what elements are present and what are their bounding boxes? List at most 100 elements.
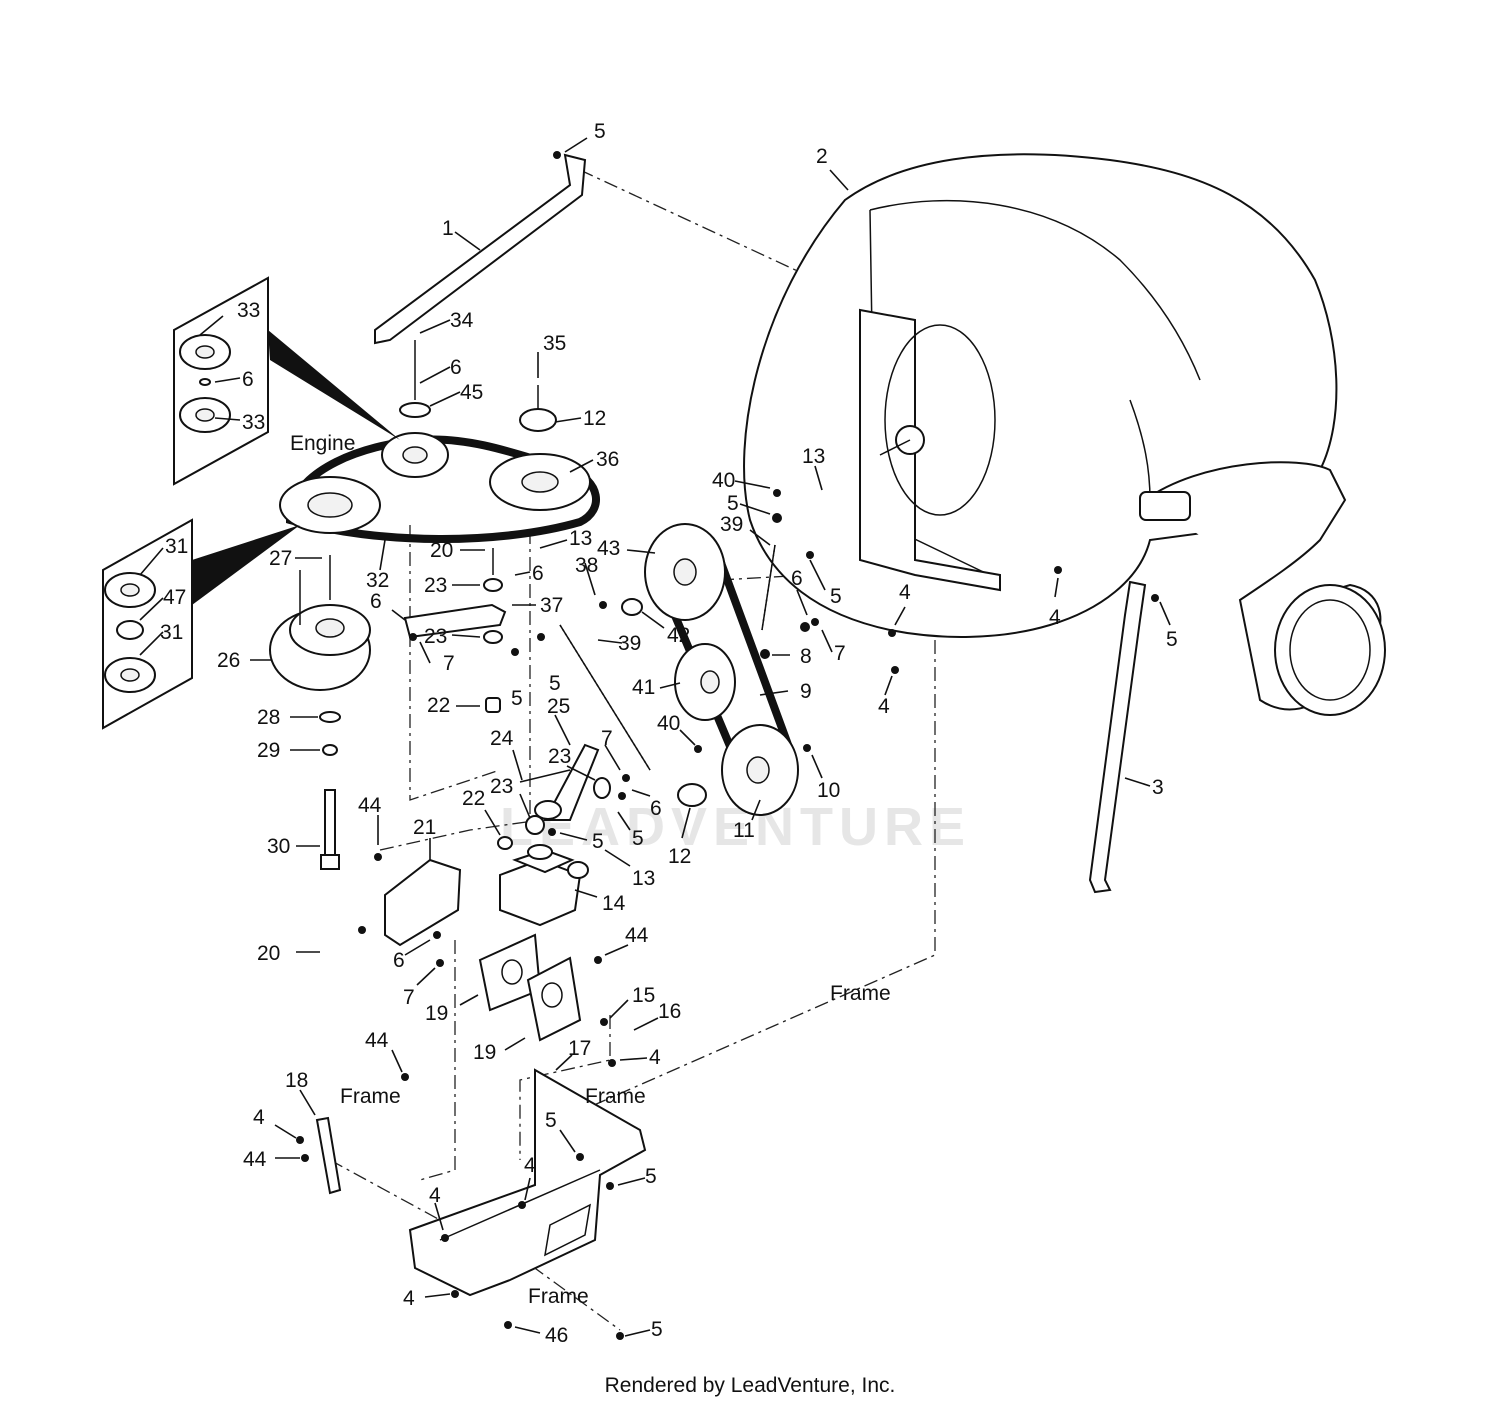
callout-24: 24 (490, 727, 514, 750)
callout-38: 38 (575, 554, 598, 577)
callout-36: 36 (596, 448, 619, 471)
callout-26: 26 (217, 649, 240, 672)
watermark: LEADVENTURE (500, 797, 971, 857)
outlet-opening (1274, 584, 1386, 716)
spring-39-lower (559, 624, 651, 771)
callout-28: 28 (257, 706, 280, 729)
idler-bracket-25 (497, 743, 611, 850)
callout-10: 10 (817, 779, 840, 802)
nut-42 (621, 598, 643, 616)
callout-6: 6 (791, 567, 803, 590)
callout-5: 5 (594, 120, 606, 143)
electric-clutch-26 (269, 555, 371, 691)
callout-18: 18 (285, 1069, 308, 1092)
callout-1: 1 (442, 217, 454, 240)
frame-label-1: Frame (830, 982, 891, 1005)
callout-4: 4 (429, 1184, 441, 1207)
callout-23: 23 (424, 625, 447, 648)
callout-27: 27 (269, 547, 292, 570)
bracket-21 (384, 858, 462, 947)
footer-credit: Rendered by LeadVenture, Inc. (604, 1374, 896, 1397)
callout-42: 42 (667, 624, 690, 647)
callout-6: 6 (650, 797, 662, 820)
engine-label: Engine (290, 432, 355, 455)
callout-11: 11 (733, 819, 755, 842)
callout-22: 22 (462, 787, 485, 810)
callout-31: 31 (165, 535, 188, 558)
pulley-hub-12 (519, 408, 557, 432)
callout-5: 5 (545, 1109, 557, 1132)
inset-box-31 (102, 518, 300, 730)
callout-23: 23 (548, 745, 571, 768)
blower-mount-plate (859, 308, 1001, 592)
callout-20: 20 (257, 942, 280, 965)
callout-44: 44 (625, 924, 649, 947)
callout-23: 23 (490, 775, 513, 798)
callout-39: 39 (618, 632, 641, 655)
hardware (296, 489, 1062, 1340)
callout-45: 45 (460, 381, 483, 404)
callout-41: 41 (632, 676, 655, 699)
callout-5: 5 (592, 830, 604, 853)
callout-21: 21 (413, 816, 436, 839)
callout-44: 44 (365, 1029, 389, 1052)
callout-4: 4 (253, 1106, 265, 1129)
callout-6: 6 (393, 949, 405, 972)
callout-7: 7 (834, 642, 846, 665)
gearbox-belt-assembly (621, 523, 799, 816)
callout-16: 16 (658, 1000, 681, 1023)
callout-37: 37 (540, 594, 563, 617)
blower-housing (743, 153, 1386, 716)
callout-20: 20 (430, 539, 453, 562)
callout-33: 33 (237, 299, 260, 322)
support-bracket-1 (374, 151, 587, 345)
frame-label-2: Frame (340, 1085, 401, 1108)
callout-5: 5 (727, 492, 739, 515)
callout-44: 44 (358, 794, 382, 817)
chute-latch (1139, 491, 1191, 521)
callout-6: 6 (370, 590, 382, 613)
callout-4: 4 (524, 1154, 536, 1177)
callout-43: 43 (597, 537, 620, 560)
callout-4: 4 (899, 581, 911, 604)
callout-19: 19 (473, 1041, 496, 1064)
callout-19: 19 (425, 1002, 448, 1025)
callout-17: 17 (568, 1037, 591, 1060)
callout-9: 9 (800, 680, 812, 703)
callout-13: 13 (632, 867, 655, 890)
callout-5: 5 (632, 827, 644, 850)
callout-7: 7 (443, 652, 455, 675)
callout-4: 4 (649, 1046, 661, 1069)
bracket-18 (315, 1116, 342, 1195)
idler-arm-37 (403, 548, 507, 713)
callout-4: 4 (1049, 606, 1061, 629)
callout-40: 40 (712, 469, 735, 492)
callout-46: 46 (545, 1324, 568, 1347)
callout-2: 2 (816, 145, 828, 168)
callout-7: 7 (601, 727, 613, 750)
callout-4: 4 (878, 695, 890, 718)
callout-6: 6 (532, 562, 544, 585)
callout-5: 5 (549, 672, 561, 695)
callouts: 5 2 1 34 33 35 6 6 45 12 33 36 40 13 5 3… (160, 120, 1178, 1347)
callout-35: 35 (543, 332, 566, 355)
callout-5: 5 (1166, 628, 1178, 651)
callout-29: 29 (257, 739, 280, 762)
callout-33: 33 (242, 411, 265, 434)
callout-39: 39 (720, 513, 743, 536)
callout-4: 4 (403, 1287, 415, 1310)
callout-31: 31 (160, 621, 183, 644)
callout-13: 13 (802, 445, 825, 468)
callout-12: 12 (583, 407, 606, 430)
bolt-30 (319, 711, 341, 870)
gearbox-14 (499, 844, 589, 927)
support-bracket-3 (1088, 580, 1159, 894)
callout-6: 6 (242, 368, 254, 391)
callout-5: 5 (645, 1165, 657, 1188)
callout-23: 23 (424, 574, 447, 597)
spring-39-upper (761, 544, 776, 631)
callout-6: 6 (450, 356, 462, 379)
callout-5: 5 (651, 1318, 663, 1341)
frame-label-4: Frame (528, 1285, 589, 1308)
